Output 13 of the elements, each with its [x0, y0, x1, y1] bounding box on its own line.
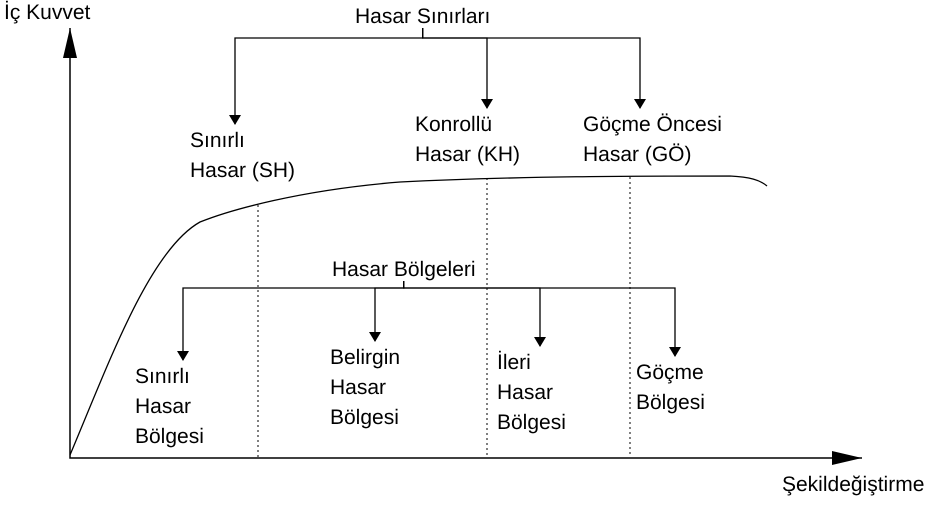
arrow — [403, 281, 681, 357]
limit-label: Sınırlı Hasar (SH) — [190, 126, 302, 186]
zone-label: İleri Hasar Bölgesi — [497, 348, 566, 438]
group-heading: Hasar Bölgeleri — [332, 255, 476, 285]
limit-label: Göçme Öncesi Hasar (GÖ) — [583, 110, 745, 170]
zone-label: Göçme Bölgesi — [636, 358, 705, 418]
limit-label: Konrollü Hasar (KH) — [415, 110, 533, 170]
axis-label: Şekildeğiştirme — [782, 472, 924, 498]
axis-label: İç Kuvvet — [4, 0, 90, 26]
group-heading: Hasar Sınırları — [355, 2, 490, 32]
zone-label: Belirgin Hasar Bölgesi — [330, 343, 400, 433]
arrow — [422, 28, 646, 109]
zone-label: Sınırlı Hasar Bölgesi — [135, 362, 204, 452]
